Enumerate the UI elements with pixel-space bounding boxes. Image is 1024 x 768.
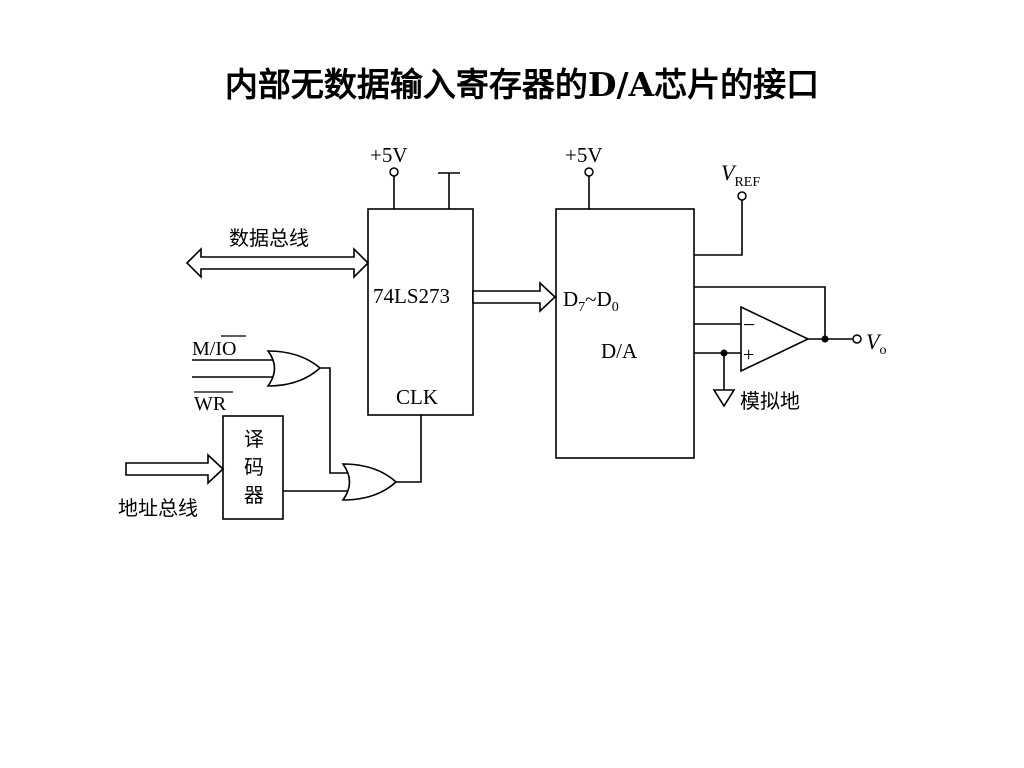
vref-terminal — [737, 191, 747, 201]
decoder-label-1: 译 — [244, 427, 264, 451]
feedback-wire — [694, 286, 826, 339]
address-bus-arrow — [125, 453, 225, 485]
latch-to-dac-arrow — [472, 281, 557, 313]
latch-chip-box — [367, 208, 474, 416]
latch-clk-label: CLK — [396, 385, 438, 409]
slide-title: 内部无数据输入寄存器的D/A芯片的接口 — [224, 65, 820, 104]
latch-chip-label: 74LS273 — [373, 284, 450, 308]
dac-input-label: D7~D0 — [563, 287, 619, 315]
output-junction-dot — [821, 335, 829, 343]
decoder-box — [222, 415, 284, 520]
latch-vcc-label: +5V — [370, 143, 408, 167]
ground-symbol — [712, 389, 736, 408]
vo-label: Vo — [866, 329, 886, 358]
opamp-minus-label: − — [743, 312, 755, 337]
dac-vcc-label: +5V — [565, 143, 603, 167]
wr-label: WR — [194, 393, 227, 415]
latch-vcc-terminal — [389, 167, 399, 177]
address-bus-label: 地址总线 — [118, 496, 198, 520]
or-gate-2 — [341, 463, 398, 501]
decoder-label-2: 码 — [244, 455, 264, 479]
vref-wire — [694, 200, 743, 256]
dac-name-label: D/A — [601, 339, 638, 363]
decoder-label-3: 器 — [244, 483, 264, 507]
m-io-label: M/IO — [192, 338, 236, 360]
data-bus-arrow — [185, 247, 370, 279]
analog-ground-label: 模拟地 — [740, 389, 800, 413]
output-terminal — [852, 334, 862, 344]
vref-label: VREF — [721, 160, 760, 190]
or2-to-clk-wire — [396, 415, 422, 483]
or-gate-1 — [266, 350, 322, 387]
dac-chip-box — [555, 208, 695, 459]
opamp-symbol — [740, 305, 810, 373]
opamp-plus-label: + — [743, 344, 754, 366]
or1-to-or2-wire — [320, 367, 349, 474]
data-bus-label: 数据总线 — [229, 226, 309, 250]
dac-vcc-terminal — [584, 167, 594, 177]
